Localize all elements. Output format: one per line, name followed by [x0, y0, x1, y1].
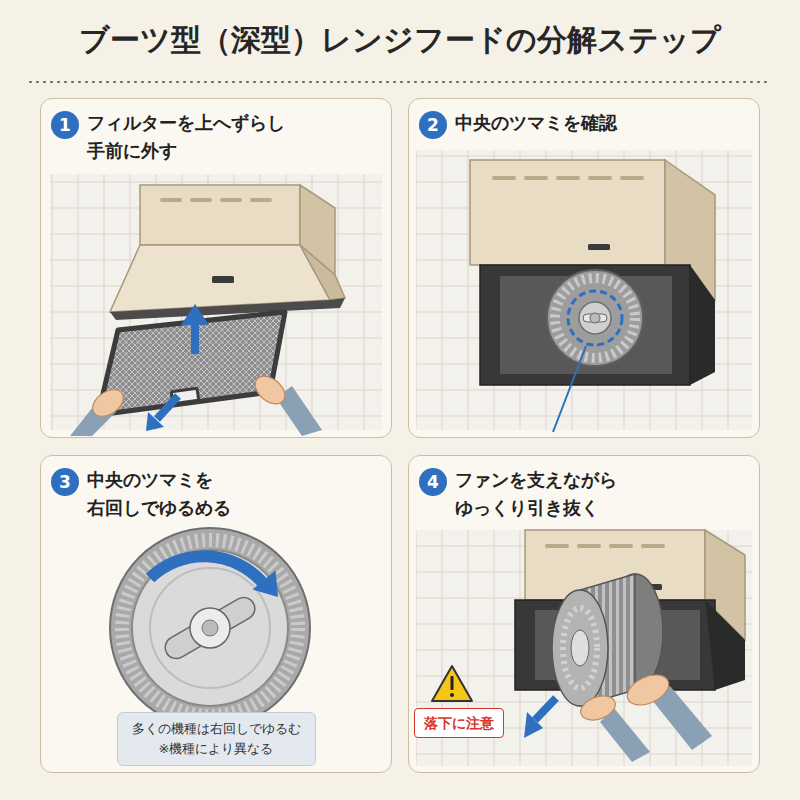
hood-front — [140, 185, 300, 245]
out-arrow-shaft — [157, 396, 178, 419]
step-number-badge: 3 — [51, 468, 79, 496]
vent — [609, 544, 633, 548]
fan-plate — [132, 550, 288, 706]
step-panel: フィルターを上へずらし 手前に外す 1 — [40, 98, 392, 438]
step3-illustration — [110, 528, 310, 728]
warning-dot — [450, 693, 454, 697]
filter — [98, 312, 285, 415]
fan-hub — [579, 302, 611, 334]
fan-plate-ring — [150, 568, 270, 688]
vent — [190, 198, 212, 202]
step-panel: 中央のツマミを 右回しでゆるめる 3 多くの機種は右回しでゆるむ※機種により異なる — [40, 455, 392, 773]
leader-line — [553, 346, 586, 432]
step-number-badge: 4 — [419, 468, 447, 496]
title: ブーツ型（深型）レンジフードの分解ステップ — [0, 20, 800, 60]
hand — [623, 669, 674, 711]
fan-front-blades — [563, 608, 597, 688]
step-number: 2 — [419, 111, 447, 139]
hand — [250, 371, 290, 410]
vent — [641, 544, 665, 548]
step-heading: 中央のツマミを確認 — [455, 109, 745, 137]
vent — [577, 544, 601, 548]
vent — [160, 198, 182, 202]
tile-wall — [416, 530, 752, 766]
vent — [556, 176, 580, 180]
tile-wall — [50, 174, 382, 430]
inner-wall — [705, 600, 745, 690]
hood-front — [470, 160, 665, 265]
step-heading: ファンを支えながら ゆっくり引き抜く — [455, 466, 660, 522]
step-number-badge: 1 — [51, 111, 79, 139]
control-panel — [212, 276, 234, 283]
warning-mark — [451, 676, 454, 690]
vent — [524, 176, 548, 180]
up-arrow-head — [181, 304, 209, 325]
pull-arrow-shaft — [535, 698, 556, 720]
hand — [88, 384, 128, 422]
step-panel: 中央のツマミを確認 2 — [408, 98, 760, 438]
out-arrow-head — [146, 412, 164, 431]
title-block: ブーツ型（深型）レンジフードの分解ステップ — [0, 20, 800, 60]
step1-illustration — [50, 174, 382, 436]
fan-blades — [555, 278, 635, 358]
knob — [583, 314, 607, 322]
fan-closeup-blades — [122, 540, 298, 716]
vent — [492, 176, 516, 180]
step2-illustration — [416, 150, 752, 432]
step-panel: ファンを支えながら ゆっくり引き抜く 4 落下に注意 — [408, 455, 760, 773]
knob-center — [202, 620, 218, 636]
wing-knob — [161, 593, 259, 662]
highlight-circle — [568, 291, 622, 345]
title-rule — [30, 81, 770, 83]
tile-wall — [416, 150, 752, 430]
hood-side-lower — [300, 245, 345, 300]
step-number: 4 — [419, 468, 447, 496]
knob-wing — [161, 593, 259, 662]
note-text: ※機種により異なる — [132, 739, 301, 759]
step-number: 3 — [51, 468, 79, 496]
step-heading: フィルターを上へずらし 手前に外す — [87, 109, 337, 165]
pull-arrow-head — [524, 712, 543, 738]
knob-cap — [190, 608, 230, 648]
hand — [577, 692, 618, 725]
step-heading: 中央のツマミを 右回しでゆるめる — [87, 466, 272, 522]
up-arrow-shaft — [191, 322, 199, 354]
warning-icon — [432, 666, 472, 701]
step-number-badge: 2 — [419, 111, 447, 139]
caution-text: 落下に注意 — [424, 713, 494, 733]
hood-opening — [480, 265, 690, 385]
vent — [220, 198, 242, 202]
knob-center — [590, 313, 600, 323]
note-text: 多くの機種は右回しでゆるむ — [132, 719, 301, 739]
turn-arrow-arc — [150, 556, 262, 582]
inner-wall — [690, 265, 715, 385]
panel-ground — [408, 455, 760, 773]
vent — [620, 176, 644, 180]
fan — [547, 270, 643, 366]
caution-box: 落下に注意 — [414, 708, 504, 738]
fan-front — [552, 590, 608, 706]
turn-arrow-head — [253, 570, 279, 597]
note-box: 多くの機種は右回しでゆるむ※機種により異なる — [117, 712, 316, 766]
fan-closeup-rim — [110, 528, 310, 728]
step4-illustration — [416, 530, 752, 766]
vent — [545, 544, 569, 548]
control-panel — [588, 244, 610, 250]
panel-ground — [40, 98, 392, 438]
vent — [588, 176, 612, 180]
panel-ground — [408, 98, 760, 438]
step-number: 1 — [51, 111, 79, 139]
fan-hub — [571, 630, 589, 666]
vent — [250, 198, 272, 202]
panel-ground — [40, 455, 392, 773]
